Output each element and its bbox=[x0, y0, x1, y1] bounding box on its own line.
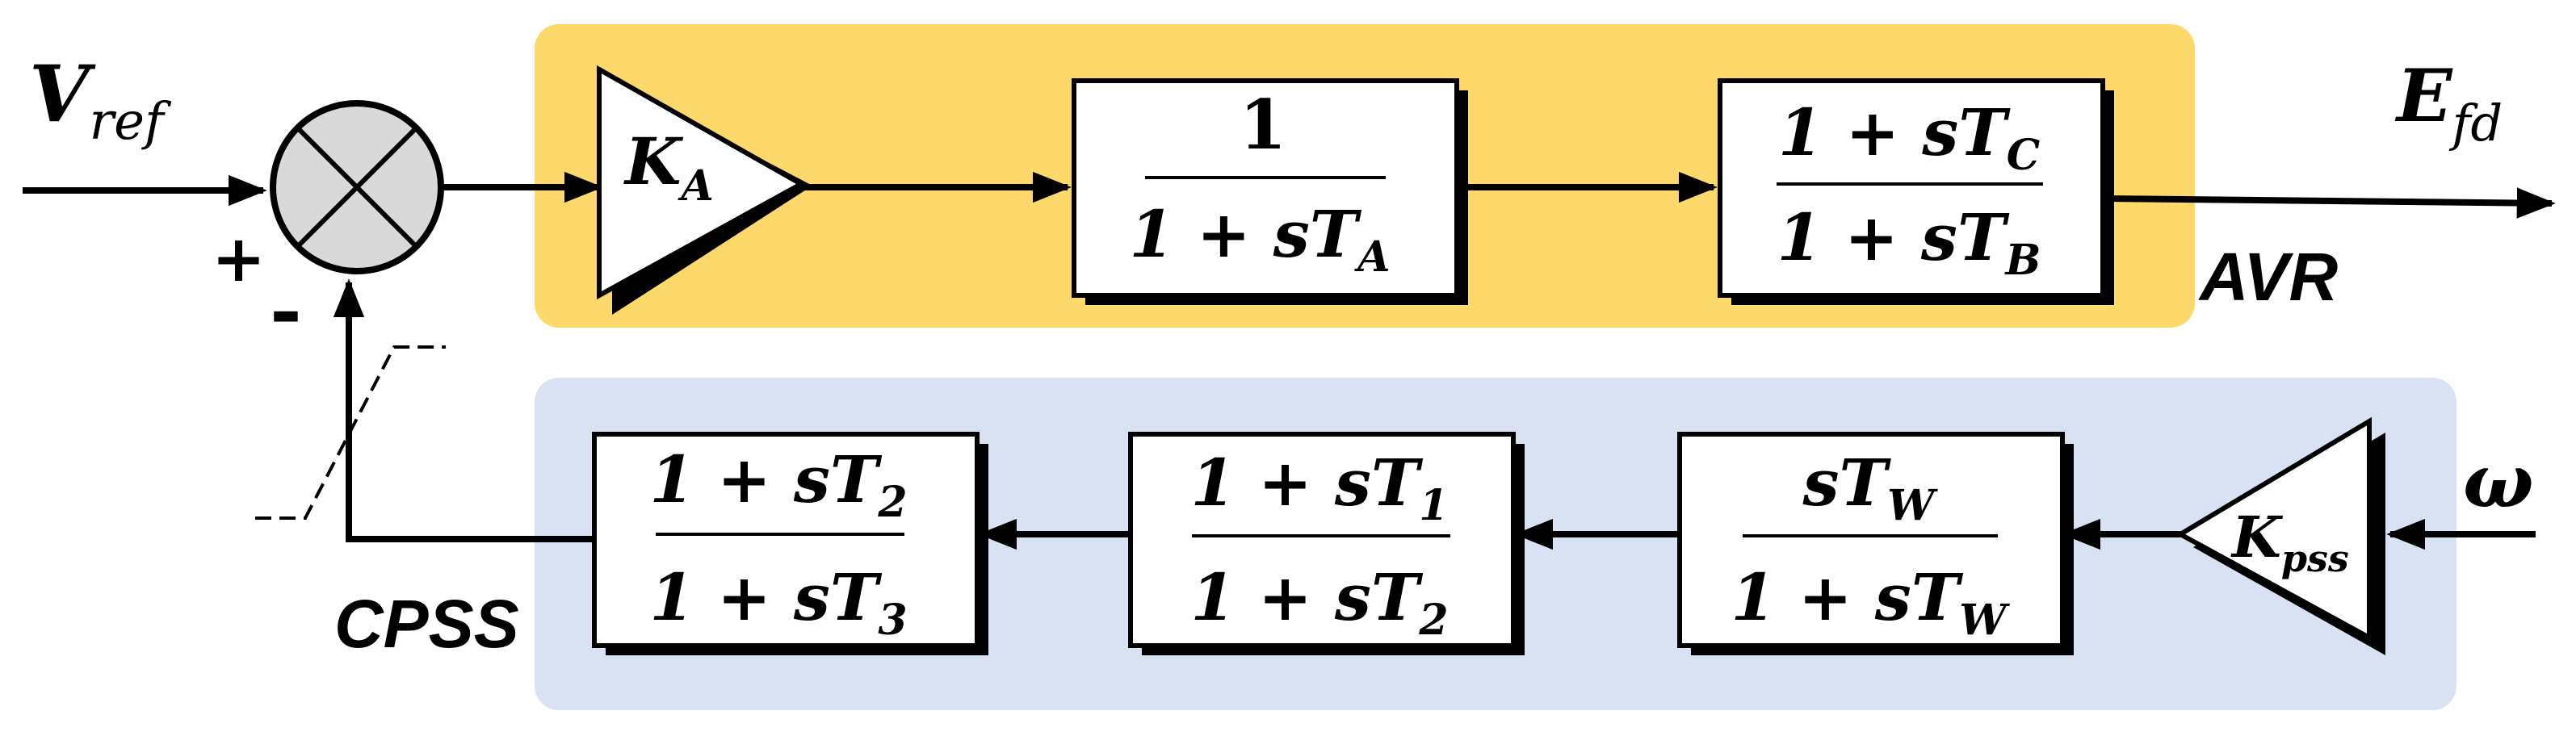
lag-den-prefix: 1 + sT bbox=[1129, 196, 1361, 272]
washout-num-sub: W bbox=[1887, 481, 1938, 530]
leadlag-den-sub: B bbox=[2004, 236, 2041, 285]
leadlag1-num-sub: 1 bbox=[1419, 481, 1448, 530]
leadlag1-num-prefix: 1 + sT bbox=[1190, 445, 1423, 521]
omega-label: ω bbox=[2463, 437, 2534, 525]
leadlag-block-tc-tb: 1 + sTC 1 + sTB bbox=[1718, 78, 2114, 305]
kpss-subscript: pss bbox=[2281, 537, 2349, 580]
vref-symbol: V bbox=[29, 48, 96, 140]
vref-subscript: ref bbox=[89, 92, 171, 152]
summing-junction bbox=[270, 100, 444, 274]
svg-text:1 + sTA: 1 + sTA bbox=[1129, 196, 1390, 282]
cpss-leadlag2-block: 1 + sT2 1 + sT3 bbox=[592, 432, 988, 655]
efd-label: Efd bbox=[2394, 53, 2503, 153]
leadlag2-den-prefix: 1 + sT bbox=[649, 559, 882, 635]
leadlag1-den-prefix: 1 + sT bbox=[1190, 559, 1423, 635]
kpss-symbol: K bbox=[2230, 504, 2284, 571]
leadlag-num-sub: C bbox=[2007, 131, 2040, 180]
lag-block-ta: 1 1 + sTA bbox=[1072, 78, 1468, 305]
svg-text:1 + sT2: 1 + sT2 bbox=[1190, 559, 1448, 645]
svg-text:1 + sTC: 1 + sTC bbox=[1778, 94, 2040, 180]
ka-gain-block: KA bbox=[597, 65, 812, 315]
feedback-wire bbox=[333, 278, 594, 542]
leadlag2-num-sub: 2 bbox=[877, 478, 907, 527]
svg-text:KA: KA bbox=[623, 123, 714, 211]
efd-subscript: fd bbox=[2449, 94, 2503, 153]
leadlag2-den-sub: 3 bbox=[878, 596, 907, 645]
plus-sign: + bbox=[212, 220, 266, 296]
lag-numerator: 1 bbox=[1240, 85, 1286, 165]
svg-text:1 + sT2: 1 + sT2 bbox=[649, 441, 907, 527]
minus-sign: - bbox=[270, 265, 302, 356]
avr-label: AVR bbox=[2198, 239, 2338, 315]
cpss-leadlag1-block: 1 + sT1 1 + sT2 bbox=[1128, 432, 1525, 655]
washout-den-sub: W bbox=[1959, 596, 2010, 645]
svg-text:1 + sT3: 1 + sT3 bbox=[649, 559, 907, 645]
lag-den-sub: A bbox=[1353, 232, 1390, 282]
washout-block: sTW 1 + sTW bbox=[1677, 432, 2074, 655]
svg-text:1 + sT1: 1 + sT1 bbox=[1190, 445, 1448, 530]
svg-text:sTW: sTW bbox=[1802, 445, 1939, 530]
leadlag-num-prefix: 1 + sT bbox=[1778, 94, 2011, 170]
svg-text:1 + sTW: 1 + sTW bbox=[1731, 559, 2010, 645]
leadlag-den-prefix: 1 + sT bbox=[1777, 199, 2010, 275]
leadlag2-num-prefix: 1 + sT bbox=[649, 441, 882, 517]
efd-symbol: E bbox=[2394, 53, 2453, 139]
washout-num-prefix: sT bbox=[1802, 445, 1892, 521]
kpss-gain-block: Kpss bbox=[2175, 416, 2385, 655]
vref-label: Vref bbox=[29, 48, 172, 152]
svg-text:Kpss: Kpss bbox=[2230, 504, 2349, 580]
limiter-symbol bbox=[255, 345, 446, 520]
efd-output-wire bbox=[2104, 187, 2556, 219]
ka-subscript: A bbox=[678, 161, 714, 211]
leadlag1-den-sub: 2 bbox=[1418, 596, 1448, 645]
svg-text:1 + sTB: 1 + sTB bbox=[1777, 199, 2041, 285]
cpss-label: CPSS bbox=[334, 586, 519, 662]
ka-symbol: K bbox=[623, 123, 684, 199]
washout-den-prefix: 1 + sT bbox=[1731, 559, 1963, 635]
